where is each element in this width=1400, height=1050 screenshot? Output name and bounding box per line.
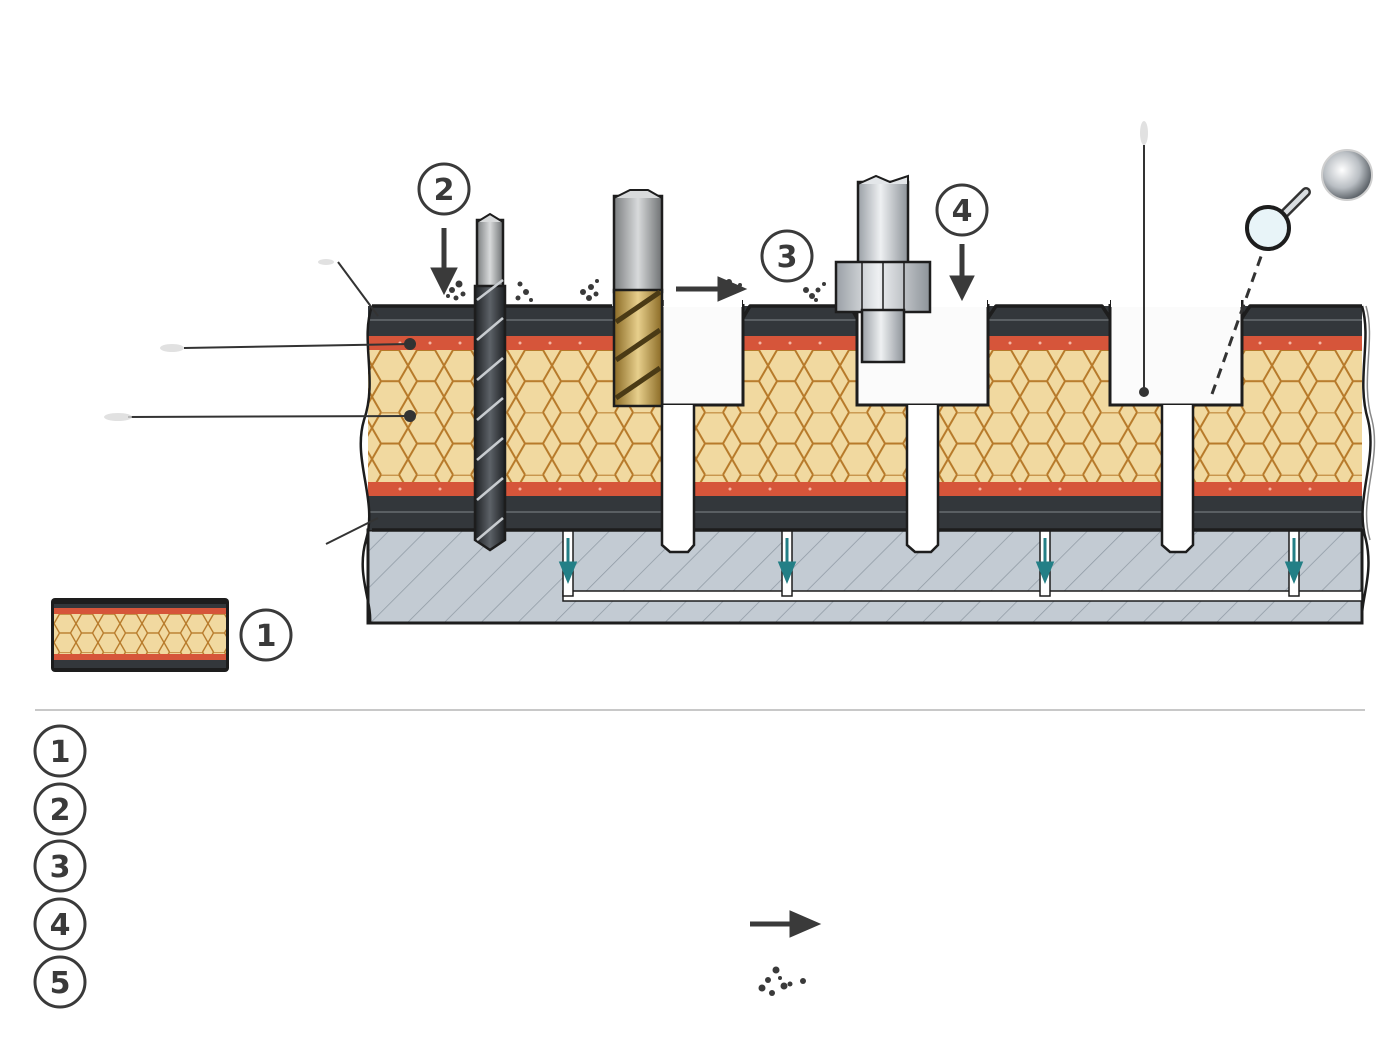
legend-marker-2: 2 — [33, 782, 87, 836]
panel-break-lines — [359, 305, 1376, 625]
svg-text:2: 2 — [434, 173, 455, 208]
sandwich-sample-inset — [51, 598, 229, 672]
svg-text:1: 1 — [50, 735, 71, 770]
probe-icon — [1210, 187, 1311, 395]
svg-text:5: 5 — [50, 966, 71, 1001]
svg-text:4: 4 — [952, 194, 973, 229]
face-mill-icon — [834, 174, 932, 364]
blurred-label-marks — [104, 121, 1148, 421]
legend-chips-icon — [758, 966, 806, 996]
svg-text:3: 3 — [777, 240, 798, 275]
step-marker-3: 3 — [760, 229, 814, 283]
legend-marker-4: 4 — [33, 897, 87, 951]
router-cutter-icon — [612, 189, 664, 408]
chips-icon — [446, 279, 826, 302]
legend-marker-1: 1 — [33, 724, 87, 778]
vacuum-arrow-icon — [558, 538, 1304, 584]
twist-drill-icon — [473, 212, 507, 552]
vacuum-fixture-table — [366, 528, 1364, 625]
pocket-route — [660, 300, 745, 407]
step-marker-2: 2 — [417, 162, 471, 216]
legend-marker-3: 3 — [33, 839, 87, 893]
legend-marker-5: 5 — [33, 955, 87, 1009]
through-slots — [660, 405, 1195, 554]
plunge-arrow-icon — [430, 228, 975, 302]
svg-text:1: 1 — [256, 619, 277, 654]
layer-leader-lines — [127, 261, 416, 545]
inset-marker-1: 1 — [239, 608, 293, 662]
legend: 1 2 3 4 5 — [33, 724, 822, 1009]
svg-text:2: 2 — [50, 793, 71, 828]
pocket-probe — [1108, 300, 1244, 407]
bottom-adhesive-layer — [368, 482, 1362, 496]
legend-feed-arrow-icon — [750, 910, 822, 938]
step-marker-4: 4 — [935, 183, 989, 237]
svg-text:4: 4 — [50, 908, 71, 943]
svg-text:3: 3 — [50, 850, 71, 885]
vacuum-channel — [562, 590, 1363, 602]
probe-tip-icon — [1321, 149, 1373, 201]
